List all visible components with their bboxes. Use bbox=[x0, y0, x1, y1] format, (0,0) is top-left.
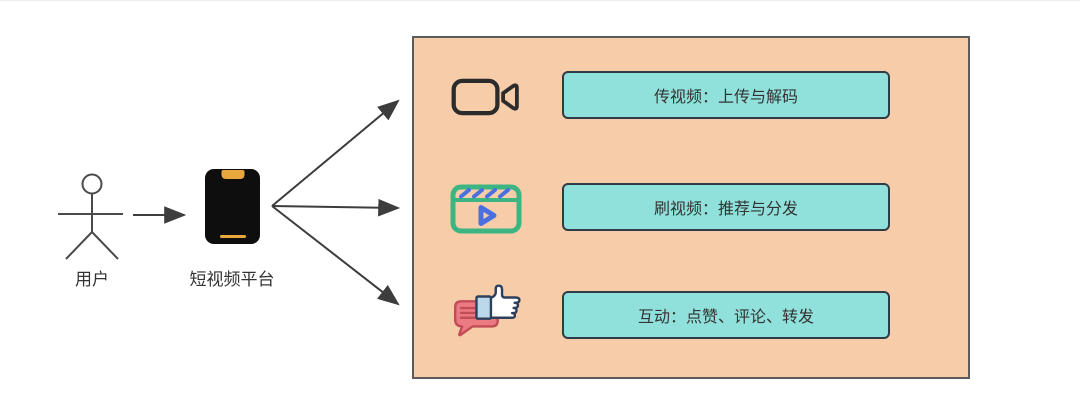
arrow-platform-to-upload bbox=[271, 99, 400, 207]
flow-arrows bbox=[133, 99, 401, 306]
phone-notch bbox=[221, 170, 244, 179]
like-comment-icon bbox=[454, 284, 521, 337]
phone-home-bar bbox=[219, 235, 246, 238]
platform-features-container: 传视频：上传与解码 刷视频：推荐与分发 互动：点赞、评 bbox=[412, 36, 970, 379]
arrow-platform-to-feed bbox=[271, 198, 401, 217]
arrow-platform-to-interact bbox=[271, 205, 400, 306]
smartphone-icon bbox=[205, 169, 260, 244]
video-camera-icon bbox=[451, 78, 519, 116]
actor-stick-figure bbox=[58, 173, 123, 260]
platform-label: 短视频平台 bbox=[189, 270, 275, 289]
actor-label: 用户 bbox=[75, 270, 109, 289]
film-clip-play-icon bbox=[450, 184, 522, 234]
feature-box-feed: 刷视频：推荐与分发 bbox=[562, 183, 890, 231]
feature-box-upload: 传视频：上传与解码 bbox=[562, 71, 890, 119]
feature-box-interact: 互动：点赞、评论、转发 bbox=[562, 291, 890, 339]
